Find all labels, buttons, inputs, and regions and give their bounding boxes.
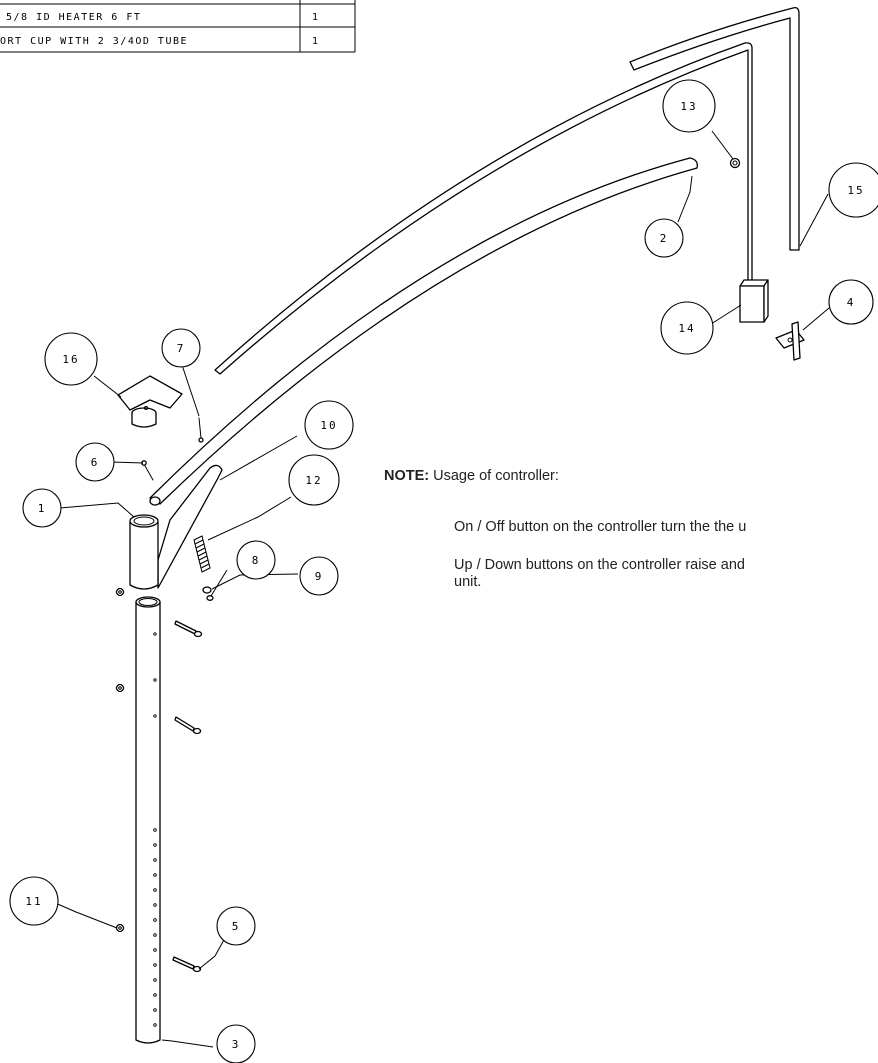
balloon-2: 2: [644, 218, 684, 258]
balloon-16-label: 16: [62, 353, 79, 366]
balloon-9-label: 9: [315, 570, 324, 583]
part-heater-arc: [214, 42, 753, 375]
balloon-14-label: 14: [678, 322, 695, 335]
part-pin-7: [198, 417, 204, 443]
balloon-14: 14: [660, 301, 714, 355]
balloon-6: 6: [75, 442, 115, 482]
balloon-9: 9: [299, 556, 339, 596]
balloon-7: 7: [161, 328, 201, 368]
part-pole-3: [135, 596, 161, 1044]
balloon-3-label: 3: [232, 1038, 241, 1051]
balloon-7-label: 7: [177, 342, 186, 355]
balloon-6-label: 6: [91, 456, 100, 469]
part-bolts-5: [172, 620, 203, 973]
parts-row-2-description: ORT CUP WITH 2 3/4OD TUBE: [0, 36, 188, 47]
part-clip-4: [775, 321, 805, 361]
parts-list-table: 5/8 ID HEATER 6 FT 1 ORT CUP WITH 2 3/4O…: [0, 0, 356, 53]
balloon-8: 8: [236, 540, 276, 580]
note-line-2: Up / Down buttons on the controller rais…: [454, 557, 745, 573]
note-line-1: On / Off button on the controller turn t…: [454, 519, 747, 535]
note-line-3: unit.: [454, 574, 482, 590]
balloon-1: 1: [22, 488, 62, 528]
balloon-4: 4: [828, 279, 874, 325]
balloon-15: 15: [828, 162, 878, 218]
note-title: Usage of controller:: [433, 468, 559, 484]
note-label: NOTE:: [384, 468, 430, 484]
part-boom-arm-2: [149, 157, 698, 506]
parts-row-1-description: 5/8 ID HEATER 6 FT: [6, 12, 141, 23]
part-controller-14: [739, 279, 769, 323]
balloon-5-label: 5: [232, 920, 241, 933]
balloon-4-label: 4: [847, 296, 856, 309]
part-support-cup-16: [117, 375, 183, 428]
balloon-2-label: 2: [660, 232, 669, 245]
part-nut-13: [729, 157, 741, 169]
balloon-3: 3: [216, 1024, 256, 1063]
balloon-13-label: 13: [680, 100, 697, 113]
balloon-10-label: 10: [320, 419, 337, 432]
balloon-11: 11: [9, 876, 59, 926]
part-spring-12: [193, 535, 211, 573]
balloon-13: 13: [662, 79, 716, 133]
leader-lines: [52, 130, 830, 1048]
balloon-8-label: 8: [252, 554, 261, 567]
balloon-11-label: 11: [25, 895, 42, 908]
balloon-10: 10: [304, 400, 354, 450]
balloon-12: 12: [288, 454, 340, 506]
balloon-5: 5: [216, 906, 256, 946]
part-pin-6: [141, 460, 154, 481]
balloon-1-label: 1: [38, 502, 47, 515]
part-nuts-11: [115, 587, 125, 933]
balloon-16: 16: [44, 332, 98, 386]
balloon-15-label: 15: [847, 184, 864, 197]
parts-row-2-qty: 1: [312, 36, 320, 47]
part-bracket-1-10: [129, 464, 223, 590]
part-heater-tube-15: [629, 6, 800, 251]
parts-row-1-qty: 1: [312, 12, 320, 23]
part-washer-8-9: [202, 586, 214, 601]
balloon-12-label: 12: [305, 474, 322, 487]
